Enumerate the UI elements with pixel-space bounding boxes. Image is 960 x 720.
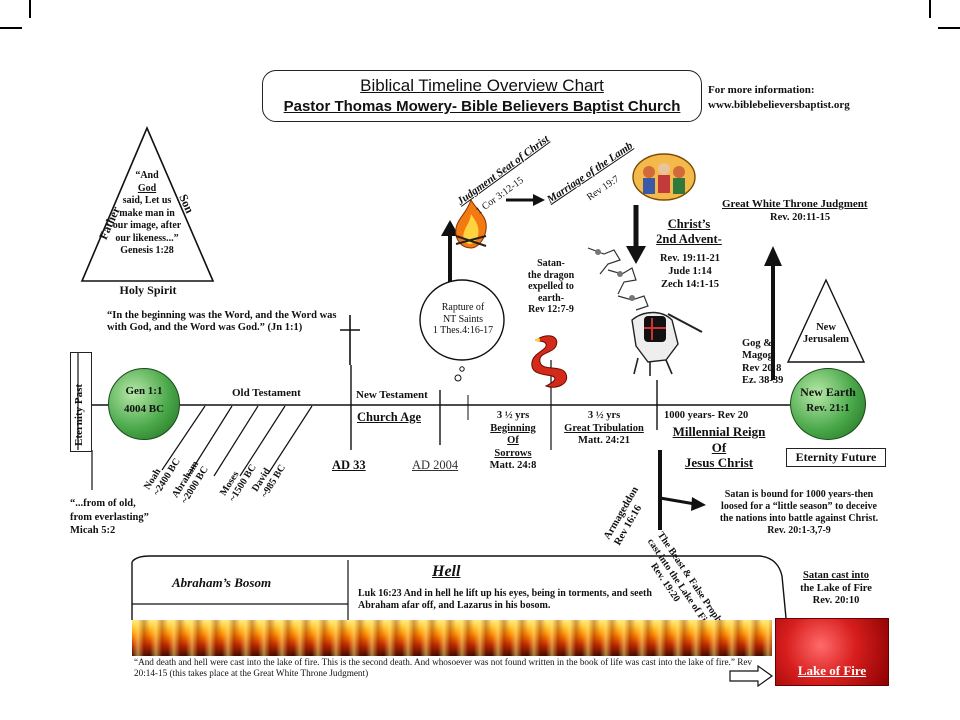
quote-line: our likeness...”: [115, 232, 179, 244]
micah-line: Micah 5:2: [70, 525, 116, 537]
micah-line: “...from of old,: [70, 498, 136, 509]
church-age-label: Church Age: [357, 410, 422, 424]
genesis-line2: 4004 BC: [123, 403, 165, 415]
quote-line: God: [137, 182, 157, 194]
rapture-line: 1 Thes.4:16-17: [432, 325, 494, 336]
satan-line: the dragon: [527, 269, 575, 281]
quote-line: “And: [135, 170, 159, 181]
dragon-icon: [531, 335, 568, 388]
eternity-future-label: Eternity Future: [786, 448, 886, 467]
sorrows-line: Of: [507, 435, 519, 447]
satan-expelled-text: Satan- the dragon expelled to earth- Rev…: [510, 258, 592, 316]
new-testament-label: New Testament: [356, 389, 428, 401]
abrahams-bosom-label: Abraham’s Bosom: [172, 575, 272, 590]
satan-cast-block: Satan cast into the Lake of Fire Rev. 20…: [786, 570, 886, 608]
second-advent-title: Christ’s 2nd Advent-: [648, 217, 730, 247]
sorrows-line: Sorrows: [494, 447, 532, 459]
old-testament-label: Old Testament: [232, 387, 301, 399]
second-advent-refs: Rev. 19:11-21 Jude 1:14 Zech 14:1-15: [650, 253, 730, 291]
millennium-line: Millennial Reign: [672, 424, 766, 439]
ad33-label: AD 33: [332, 458, 366, 472]
luke-quote: Luk 16:23 And in hell he lift up his eye…: [358, 588, 652, 611]
gog-line: Rev 20:8: [742, 362, 782, 374]
eternity-past-box: [70, 352, 92, 452]
satan-cast-line: Satan cast into: [803, 570, 869, 581]
lake-of-fire: Lake of Fire: [775, 618, 889, 686]
gog-magog: Gog & Magog Rev 20:8 Ez. 38-39: [742, 338, 783, 388]
marriage-feast-icon: [632, 153, 696, 201]
satan-bound-block: Satan is bound for 1000 years-then loose…: [704, 489, 894, 537]
gog-line: Ez. 38-39: [742, 375, 784, 387]
satan-bound-line: Rev. 20:1-3,7-9: [767, 525, 831, 536]
satan-line: expelled to: [528, 281, 574, 292]
info-url[interactable]: www.biblebelieversbaptist.org: [708, 99, 850, 111]
info-label: For more information:: [708, 84, 815, 96]
satan-line: Rev 12:7-9: [528, 304, 574, 315]
second-advent-riders-icon: [587, 247, 703, 376]
sorrows-block: 3 ½ yrs Beginning Of Sorrows Matt. 24:8: [478, 410, 548, 473]
sorrows-ref: Matt. 24:8: [489, 460, 537, 472]
tribulation-title: Great Tribulation: [564, 422, 644, 434]
satan-bound-line: Satan is bound for 1000 years-then: [724, 489, 874, 500]
chart-title-box: Biblical Timeline Overview Chart Pastor …: [262, 70, 702, 122]
nj-line: Jerusalem: [802, 334, 850, 346]
advent-ref: Jude 1:14: [668, 265, 712, 277]
tribulation-years: 3 ½ yrs: [587, 410, 621, 421]
satan-line: Satan-: [537, 258, 565, 269]
great-white-throne-ref: Rev. 20:11-15: [770, 212, 831, 223]
sorrows-years: 3 ½ yrs: [496, 410, 530, 421]
millennium-line: Of: [711, 439, 727, 455]
genesis-circle: Gen 1:1 4004 BC: [108, 368, 180, 440]
advent-line: Christ’s: [667, 217, 711, 231]
micah-quote: “...from of old, from everlasting” Micah…: [70, 497, 149, 538]
new-earth-line2: Rev. 21:1: [806, 402, 850, 414]
lake-of-fire-label: Lake of Fire: [797, 663, 867, 678]
advent-ref: Zech 14:1-15: [660, 278, 720, 290]
quote-line: our image, after: [112, 220, 182, 231]
satan-line: earth-: [537, 292, 565, 304]
micah-line: from everlasting”: [70, 511, 149, 523]
advent-line: 2nd Advent-: [656, 232, 722, 246]
satan-bound-line: loosed for a “little season” to deceive: [721, 501, 877, 512]
ad2004-label: AD 2004: [412, 458, 459, 472]
new-jerusalem: New Jerusalem: [796, 322, 856, 347]
revelation-20-quote: “And death and hell were cast into the l…: [134, 657, 753, 679]
new-earth-circle: New Earth Rev. 21:1: [790, 368, 866, 440]
millennium-years: 1000 years- Rev 20: [664, 410, 749, 421]
satan-bound-line: the nations into battle against Christ.: [719, 513, 879, 524]
new-earth-line1: New Earth: [800, 385, 856, 399]
gog-line: Magog: [742, 350, 773, 362]
rapture-line: Rapture of: [441, 302, 485, 313]
genesis-line1: Gen 1:1: [125, 385, 163, 397]
hell-title: Hell: [432, 563, 461, 580]
quote-line: said, Let us: [122, 195, 172, 206]
holy-spirit-label: Holy Spirit: [119, 283, 177, 297]
judgment-fire-icon: [455, 198, 487, 249]
satan-cast-line: Rev. 20:10: [812, 595, 860, 607]
rapture-line: NT Saints: [442, 313, 484, 325]
sorrows-line: Beginning: [490, 422, 536, 434]
satan-cast-line: the Lake of Fire: [800, 582, 872, 594]
nj-line: New: [816, 322, 836, 333]
great-white-throne-title: Great White Throne Judgment: [722, 198, 868, 210]
advent-ref: Rev. 19:11-21: [659, 253, 721, 264]
hell-fire-band: [132, 620, 772, 656]
quote-line: Genesis 1:28: [120, 245, 174, 256]
chart-title: Biblical Timeline Overview Chart: [360, 76, 604, 95]
quote-line: make man in: [119, 207, 175, 219]
genesis-quote: “And God said, Let us make man in our im…: [97, 170, 197, 258]
millennium-block: Millennial Reign Of Jesus Christ: [660, 424, 778, 471]
tribulation-ref: Matt. 24:21: [578, 435, 630, 447]
tribulation-block: 3 ½ yrs Great Tribulation Matt. 24:21: [552, 410, 656, 448]
gog-line: Gog &: [742, 338, 773, 349]
chart-subtitle: Pastor Thomas Mowery- Bible Believers Ba…: [283, 98, 681, 115]
john-quote: “In the beginning was the Word, and the …: [107, 310, 337, 334]
rapture-text: Rapture of NT Saints 1 Thes.4:16-17: [426, 302, 500, 337]
eternity-past-label: Eternity Past: [73, 383, 85, 446]
millennium-line: Jesus Christ: [684, 455, 754, 471]
